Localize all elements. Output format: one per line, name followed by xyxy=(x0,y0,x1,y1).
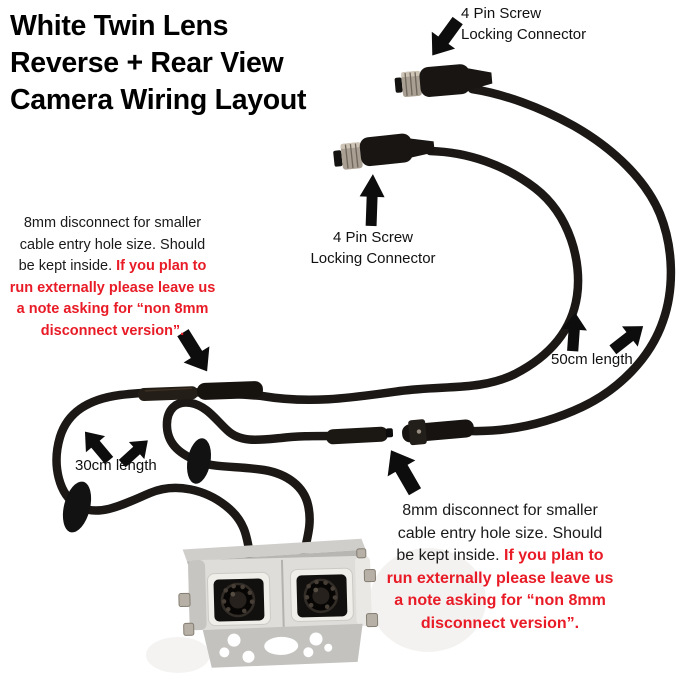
cable-disconnect-to-top-connector xyxy=(465,84,676,436)
camera-bracket xyxy=(202,623,363,668)
top-connector-knurl-line xyxy=(409,72,413,96)
bracket-hole xyxy=(303,647,314,658)
arrow-to-left-disconnect-icon xyxy=(177,329,210,372)
camera-shadow xyxy=(370,548,486,652)
camera-right-lens-module xyxy=(289,567,354,622)
cable-left-to-mid-connector xyxy=(52,146,583,561)
left-disconnect-body xyxy=(196,381,263,400)
title-line: White Twin Lens xyxy=(10,10,229,42)
camera-bolts xyxy=(178,548,379,636)
bracket-hole xyxy=(227,633,241,647)
arrow-to-mid-connector-icon xyxy=(359,174,385,227)
camera-body-seam xyxy=(280,559,285,627)
left-lens-glint xyxy=(230,591,236,597)
note-line: 8mm disconnect for smaller xyxy=(402,502,598,519)
mid-disconnect-left-tip xyxy=(385,428,394,438)
top-connector-nub xyxy=(394,77,403,93)
arrow-to-mid-disconnect-icon xyxy=(387,450,422,496)
title-line: Reverse + Rear View xyxy=(10,47,284,79)
right-lens-glint xyxy=(313,587,319,593)
note-line: be kept inside. If you plan to xyxy=(396,547,604,564)
arrow-30cm-left-icon xyxy=(84,431,114,464)
note-line: cable entry hole size. Should xyxy=(19,236,206,253)
mid-connector-body xyxy=(359,133,413,167)
note-line: run externally please leave us xyxy=(386,569,614,587)
left-disconnect-highlight xyxy=(144,387,192,392)
mid-connector-label-line2: Locking Connector xyxy=(310,250,436,267)
mid-connector-label: 4 Pin Screw Locking Connector xyxy=(293,227,453,269)
top-connector-label: 4 Pin Screw Locking Connector xyxy=(461,3,586,45)
top-connector-boot xyxy=(464,67,493,91)
bracket-hole xyxy=(242,650,255,663)
mid-connector-boot xyxy=(407,138,435,159)
camera-left-lens-module xyxy=(206,571,271,627)
bracket-hole xyxy=(309,632,323,646)
top-connector-knurl-line xyxy=(404,72,408,96)
top-connector-body xyxy=(419,64,471,97)
camera-body-left-cap xyxy=(188,560,207,631)
bracket-hole xyxy=(219,647,230,658)
bracket-hole xyxy=(324,643,333,652)
ferrite-bead-mid xyxy=(186,438,212,484)
note-line: be kept inside. If you plan to xyxy=(18,258,207,274)
mid-connector-knurl-line xyxy=(354,143,359,168)
length-30cm-label: 30cm length xyxy=(75,457,157,474)
twin-lens-camera xyxy=(178,538,379,668)
note-line: run externally please leave us xyxy=(9,279,216,296)
top-connector-label-line2: Locking Connector xyxy=(461,26,587,43)
mid-4pin-connector xyxy=(333,133,435,170)
mid-8mm-disconnect xyxy=(326,419,474,446)
top-connector-label-line1: 4 Pin Screw xyxy=(461,5,542,22)
note-line: disconnect version”. xyxy=(40,322,185,339)
mid-disconnect-pin-dot xyxy=(416,429,422,434)
right-ir-leds xyxy=(304,579,338,610)
title-line: Camera Wiring Layout xyxy=(10,84,307,116)
disconnect-note-left: 8mm disconnect for smaller cable entry h… xyxy=(5,213,220,342)
disconnect-note-right: 8mm disconnect for smaller cable entry h… xyxy=(374,500,626,635)
camera-shadow-left xyxy=(146,637,210,673)
top-connector-knurl-line xyxy=(414,72,418,96)
arrow-50cm-diagonal-icon xyxy=(609,326,644,355)
cable-right-to-disconnect xyxy=(162,398,337,558)
note-line: a note asking for “non 8mm xyxy=(394,592,606,609)
arrow-50cm-up-icon xyxy=(561,312,587,352)
left-8mm-disconnect xyxy=(138,381,263,401)
left-ir-leds xyxy=(221,583,255,614)
bracket-hole xyxy=(264,636,299,655)
ferrite-bead-left xyxy=(62,481,92,533)
mid-connector-nub xyxy=(333,150,343,167)
note-line: disconnect version”. xyxy=(420,614,580,632)
annotation-arrows xyxy=(84,16,644,496)
note-line: cable entry hole size. Should xyxy=(397,524,603,542)
mid-connector-knurl-line xyxy=(344,144,349,169)
note-line: a note asking for “non 8mm xyxy=(16,301,209,317)
mid-connector-label-line1: 4 Pin Screw xyxy=(332,229,414,246)
note-line: 8mm disconnect for smaller xyxy=(23,215,202,231)
mid-connector-knurl-line xyxy=(349,144,354,169)
mid-disconnect-left-half xyxy=(326,426,389,445)
length-50cm-label: 50cm length xyxy=(551,351,633,368)
page-title: White Twin Lens Reverse + Rear View Came… xyxy=(10,8,307,119)
camera-visor-top xyxy=(182,538,366,562)
arrow-30cm-right-icon xyxy=(118,440,148,468)
top-4pin-connector xyxy=(394,64,493,98)
arrow-to-top-connector-icon xyxy=(431,16,463,56)
